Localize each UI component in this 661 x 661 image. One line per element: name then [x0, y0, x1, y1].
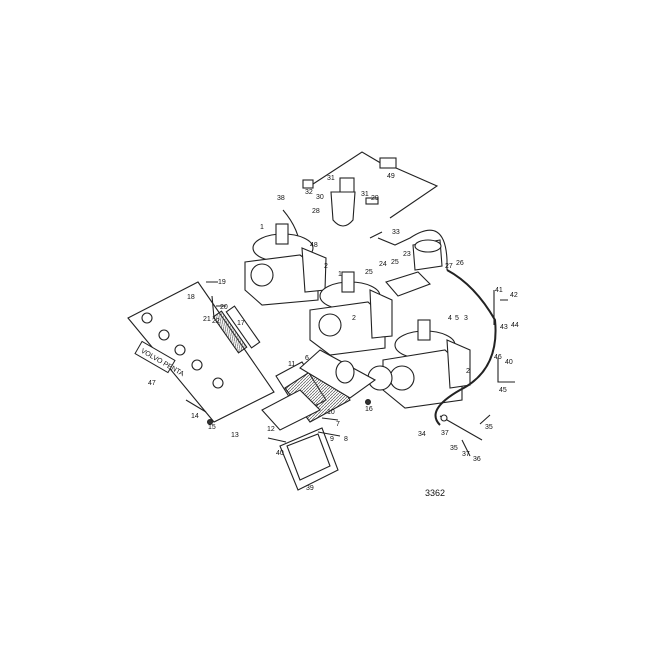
callout: 7: [336, 421, 340, 428]
callout: 37: [462, 451, 470, 458]
carburetor-3: [367, 239, 471, 409]
callout: 25: [391, 259, 399, 266]
callout: 40: [276, 450, 284, 457]
callout: 14: [191, 413, 199, 420]
callout: 10: [327, 409, 335, 416]
callout: 19: [218, 279, 226, 286]
callout: 24: [379, 261, 387, 268]
callout: 1: [260, 224, 264, 231]
callout: 1: [338, 271, 342, 278]
air-intake-cover: [127, 281, 275, 423]
callout: 12: [267, 426, 275, 433]
callout: 48: [310, 242, 318, 249]
carburetor-1: [244, 209, 327, 306]
callout: 39: [306, 485, 314, 492]
bolts: [185, 281, 371, 437]
callout: 40: [505, 359, 513, 366]
callout: 42: [510, 292, 518, 299]
throttle-linkage: [439, 290, 515, 457]
callout: 11: [288, 361, 295, 368]
carburetor-2: [309, 271, 431, 356]
callout: 32: [305, 189, 313, 196]
callout: 44: [511, 322, 519, 329]
callout-labels: 49 32 30 31 31 29 28 38 1 48 2 33 23 24 …: [148, 173, 519, 492]
callout: 30: [316, 194, 324, 201]
callout: 9: [330, 436, 334, 443]
callout: 45: [499, 387, 507, 394]
callout: 49: [387, 173, 395, 180]
callout: 20: [220, 304, 228, 311]
callout: 2: [352, 315, 356, 322]
air-filters: [212, 305, 377, 431]
callout: 47: [148, 380, 156, 387]
callout: 27: [445, 263, 453, 270]
callout: 4: [448, 315, 452, 322]
callout: 2: [324, 263, 328, 270]
callout: 23: [403, 251, 411, 258]
callout: 36: [473, 456, 481, 463]
figure-number: 3362: [425, 488, 445, 498]
callout: 29: [371, 195, 379, 202]
callout: 17: [237, 320, 245, 327]
callout: 37: [441, 430, 449, 437]
callout: 31: [361, 191, 369, 198]
callout: 41: [495, 287, 503, 294]
callout: 18: [187, 294, 195, 301]
gasket: [267, 427, 339, 491]
callout: 25: [365, 269, 373, 276]
callout: 33: [392, 229, 400, 236]
callout: 15: [208, 424, 216, 431]
callout: 16: [365, 406, 373, 413]
fuel-filter: [302, 157, 397, 227]
callout: 35: [485, 424, 493, 431]
callout: 8: [344, 436, 348, 443]
throttle-cable: [434, 269, 497, 426]
callout: 26: [456, 260, 464, 267]
callout: 43: [500, 324, 508, 331]
fuel-line: [309, 151, 448, 270]
callout: 31: [327, 175, 335, 182]
callout: 3: [464, 315, 468, 322]
callout: 35: [450, 445, 458, 452]
callout: 46: [494, 354, 502, 361]
callout: 21: [203, 316, 211, 323]
callout: 38: [277, 195, 285, 202]
callout: 13: [231, 432, 239, 439]
callout: 22: [212, 318, 220, 325]
callout: 6: [305, 355, 309, 362]
callout: 34: [418, 431, 426, 438]
callout: 2: [466, 368, 470, 375]
callout: 28: [312, 208, 320, 215]
callout: 5: [455, 315, 459, 322]
